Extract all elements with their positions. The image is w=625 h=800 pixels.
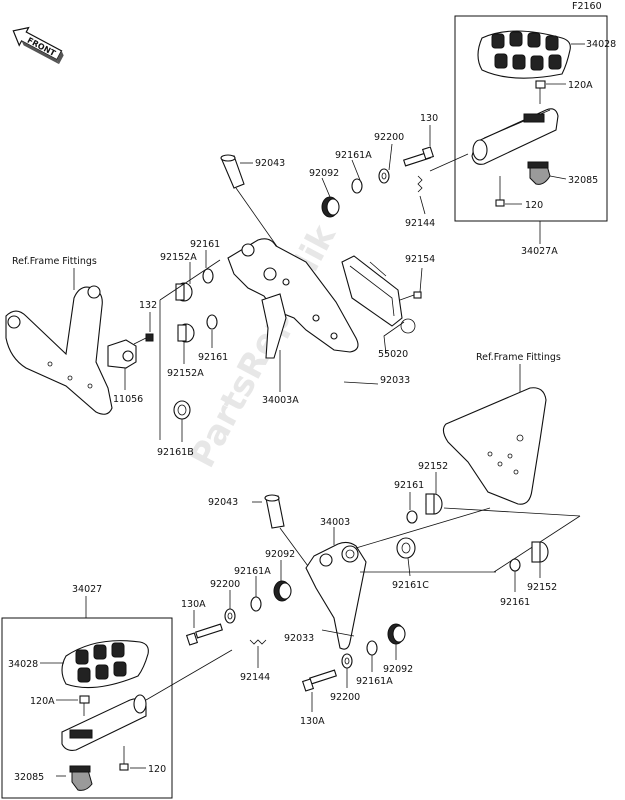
footpeg-rubber-34028-lower: [61, 640, 149, 689]
front-arrow-icon: FRONT: [12, 26, 64, 65]
label-92033-upper: 92033: [380, 375, 410, 386]
pin-92033-lower: [321, 629, 355, 637]
assembly-box-34027: [1, 617, 173, 799]
bolt-132: [133, 333, 154, 345]
label-92152-low: 92152: [527, 582, 557, 593]
washer-92161-mid: [206, 314, 218, 330]
label-92161A-lower-b: 92161A: [356, 676, 393, 687]
label-92161-upper: 92161: [190, 239, 220, 250]
bolt-130-upper: [403, 146, 435, 167]
bushing-92152-low: [531, 541, 549, 563]
label-32085-lower: 32085: [14, 772, 44, 783]
label-92161-low: 92161: [500, 597, 530, 608]
plate-55020: [341, 255, 403, 327]
bushing-92161C: [396, 537, 416, 559]
figure-code: F2160: [572, 1, 602, 12]
collar-92092-lower-b: [387, 623, 406, 645]
bolt-120A-top: [535, 80, 546, 104]
label-132: 132: [139, 300, 157, 311]
label-34028-lower: 34028: [8, 659, 38, 670]
bolt-120-lower: [119, 746, 129, 771]
label-92144-lower: 92144: [240, 672, 270, 683]
label-92043-upper: 92043: [255, 158, 285, 169]
label-92152-right: 92152: [418, 461, 448, 472]
label-120A-top: 120A: [568, 80, 593, 91]
collar-92092-upper: [321, 196, 340, 218]
washer-92161-low: [509, 558, 521, 572]
label-92043-lower: 92043: [208, 497, 238, 508]
label-34003: 34003: [320, 517, 350, 528]
bolt-92154: [399, 291, 422, 301]
washer-92161-upper: [202, 268, 214, 284]
bushing-92161B: [173, 400, 191, 420]
bolt-120-top: [495, 176, 505, 207]
washer-92200-upper: [378, 168, 390, 184]
label-34003A: 34003A: [262, 395, 299, 406]
label-32085-top: 32085: [568, 175, 598, 186]
bolt-130A-lower-b: [301, 669, 337, 692]
label-92092-lower: 92092: [265, 549, 295, 560]
bolt-130A-lower: [185, 623, 223, 646]
washer-92161-right: [406, 510, 418, 524]
label-130A-lower-b: 130A: [300, 716, 325, 727]
slider-32085-top: [527, 161, 551, 185]
pin-92043-lower: [264, 494, 285, 529]
label-130A-lower: 130A: [181, 599, 206, 610]
label-120A-lower: 120A: [30, 696, 55, 707]
label-34027: 34027: [72, 584, 102, 595]
pin-92033-upper: [343, 381, 379, 385]
bushing-92152A-mid: [177, 323, 195, 343]
slider-32085-lower: [69, 765, 93, 791]
label-34027A: 34027A: [521, 246, 558, 257]
footpeg-body-34027A: [471, 108, 559, 165]
label-11056: 11056: [113, 394, 143, 405]
label-92154: 92154: [405, 254, 435, 265]
bolt-120A-lower: [79, 695, 90, 716]
washer-92161A-lower: [250, 596, 262, 612]
bracket-34003: [305, 541, 367, 650]
label-92152A-upper: 92152A: [160, 252, 197, 263]
label-34028-top: 34028: [586, 39, 616, 50]
frame-right: [442, 387, 547, 505]
label-92161-right: 92161: [394, 480, 424, 491]
footpeg-rubber-34028: [477, 30, 571, 79]
bushing-92152A-upper: [175, 282, 193, 302]
label-92161A-lower: 92161A: [234, 566, 271, 577]
bushing-92152-right: [425, 493, 443, 515]
label-120-lower: 120: [148, 764, 166, 775]
washer-92161A-upper: [351, 178, 363, 194]
washer-92161A-lower-b: [366, 640, 378, 656]
spring-92144-upper: [417, 175, 423, 193]
label-92161C: 92161C: [392, 580, 429, 591]
bracket-34003A: [227, 238, 359, 359]
kawasaki-emblem-icon: [400, 318, 416, 334]
label-92144-upper: 92144: [405, 218, 435, 229]
frame-left: [5, 285, 113, 415]
label-92161-mid: 92161: [198, 352, 228, 363]
label-92200-upper: 92200: [374, 132, 404, 143]
label-92200-lower: 92200: [210, 579, 240, 590]
footpeg-body-34027: [61, 694, 147, 751]
label-130-upper: 130: [420, 113, 438, 124]
collar-92092-lower: [273, 580, 292, 602]
washer-92200-lower-b: [341, 653, 353, 669]
label-92033-lower: 92033: [284, 633, 314, 644]
label-92200-lower-b: 92200: [330, 692, 360, 703]
label-92092-upper: 92092: [309, 168, 339, 179]
label-92161B: 92161B: [157, 447, 194, 458]
bracket-11056: [107, 339, 137, 369]
ref-frame-fittings-right: Ref.Frame Fittings: [476, 352, 561, 363]
pin-92043-upper: [220, 154, 245, 189]
ref-frame-fittings-left: Ref.Frame Fittings: [12, 256, 97, 267]
label-92092-lower-b: 92092: [383, 664, 413, 675]
assembly-box-34027A: [454, 15, 608, 222]
label-92161A-upper: 92161A: [335, 150, 372, 161]
label-120-top: 120: [525, 200, 543, 211]
spring-92144-lower: [249, 639, 267, 645]
label-55020: 55020: [378, 349, 408, 360]
label-92152A-mid: 92152A: [167, 368, 204, 379]
washer-92200-lower: [224, 608, 236, 624]
